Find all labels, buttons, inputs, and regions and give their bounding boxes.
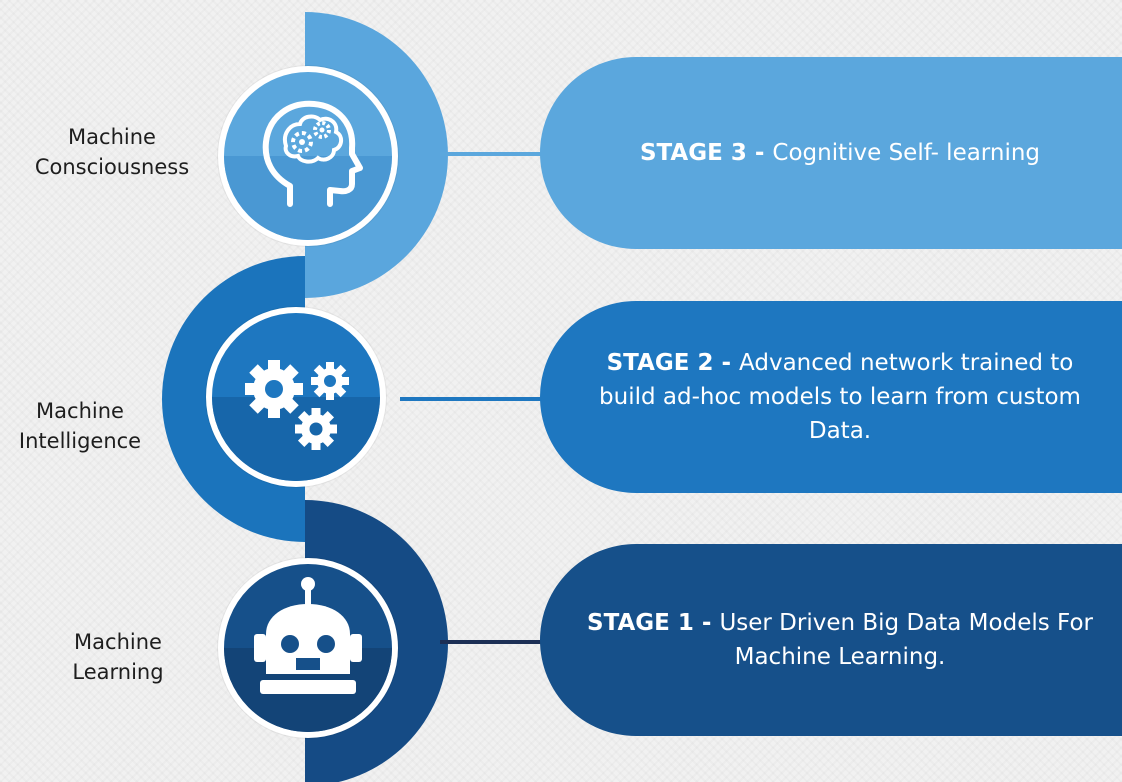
robot-icon — [254, 577, 362, 694]
stage2-pill: STAGE 2 - Advanced network trained to bu… — [540, 301, 1122, 493]
stage1-side-label: Machine Learning — [18, 627, 218, 687]
stage3-description: Cognitive Self- learning — [772, 140, 1041, 166]
stage2-title: STAGE 2 - — [606, 350, 740, 376]
stage2-description: Advanced network trained to build ad-hoc… — [599, 350, 1081, 444]
head-gears-icon — [262, 100, 363, 207]
stage3-text: STAGE 3 - Cognitive Self- learning — [580, 136, 1100, 170]
stage2-side-label: Machine Intelligence — [0, 396, 180, 456]
stage2-circle — [206, 307, 386, 487]
stage1-label-line2: Learning — [72, 660, 164, 684]
stage3-pill: STAGE 3 - Cognitive Self- learning — [540, 57, 1122, 249]
stage1-connector — [440, 640, 550, 644]
stage3-circle — [218, 66, 398, 246]
stage2-label-line2: Intelligence — [18, 429, 142, 453]
stage1-label-line1: Machine — [74, 630, 162, 654]
stage3-label-line1: Machine — [68, 125, 156, 149]
stage1-title: STAGE 1 - — [587, 610, 720, 636]
stage1-description: User Driven Big Data Models For Machine … — [719, 610, 1093, 670]
stage3-label-line2: Consciousness — [34, 155, 190, 179]
stage1-pill: STAGE 1 - User Driven Big Data Models Fo… — [540, 544, 1122, 736]
stage3-side-label: Machine Consciousness — [12, 122, 212, 182]
stage1-circle — [218, 558, 398, 738]
stage2-text: STAGE 2 - Advanced network trained to bu… — [580, 346, 1100, 448]
stage2-label-line1: Machine — [36, 399, 124, 423]
gears-icon — [245, 360, 349, 450]
stage1-text: STAGE 1 - User Driven Big Data Models Fo… — [580, 606, 1100, 674]
stage2-connector — [400, 397, 550, 401]
stage3-connector — [440, 152, 550, 156]
stage3-title: STAGE 3 - — [639, 140, 773, 166]
